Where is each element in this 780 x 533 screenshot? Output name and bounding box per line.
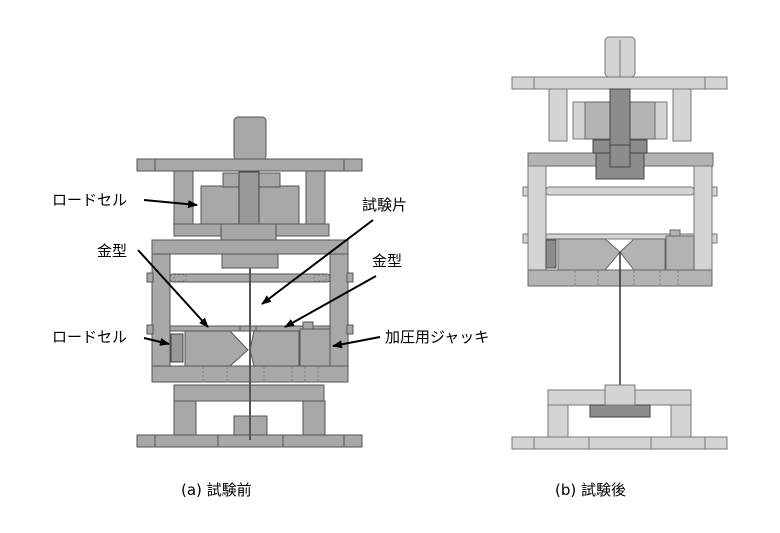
upper-post-left <box>173 170 194 225</box>
label-load-cell-top: ロードセル <box>52 191 127 209</box>
label-die-left: 金型 <box>97 242 127 260</box>
arrow-load-cell-side <box>143 337 170 346</box>
top-plate-b <box>511 76 728 90</box>
arrow-die-right <box>284 275 377 328</box>
caption-b: (b) 試験後 <box>555 481 626 499</box>
frame-right-b <box>693 165 713 287</box>
top-boss <box>233 116 267 161</box>
jack <box>299 328 331 367</box>
label-jack: 加圧用ジャッキ <box>385 328 489 346</box>
frame-left-b <box>527 165 547 287</box>
frame-left <box>151 253 171 370</box>
crosshead <box>151 239 349 255</box>
upper-post-right <box>305 170 326 225</box>
arrow-die-left <box>137 249 209 328</box>
arrow-specimen <box>261 219 374 305</box>
tie-rod-b <box>545 186 695 196</box>
die-right <box>249 330 300 367</box>
top-plate <box>136 158 363 172</box>
arrow-jack <box>332 336 381 349</box>
panel-a-apparatus <box>136 116 363 448</box>
label-specimen: 試験片 <box>362 196 407 214</box>
die-left <box>184 330 249 367</box>
frame-right <box>329 253 349 370</box>
die-left-b <box>557 238 621 271</box>
label-load-cell-side: ロードセル <box>52 328 127 346</box>
arrow-load-cell-top <box>143 199 198 209</box>
die-right-b <box>619 238 666 271</box>
caption-a: (a) 試験前 <box>181 481 252 499</box>
central-rod-b <box>609 88 631 146</box>
panel-b-apparatus <box>511 36 728 450</box>
base-plate-b <box>511 436 728 450</box>
label-die-right: 金型 <box>372 252 402 270</box>
side-load-cell <box>170 333 184 363</box>
load-cell-right-half <box>258 185 300 225</box>
central-rod <box>238 171 260 233</box>
